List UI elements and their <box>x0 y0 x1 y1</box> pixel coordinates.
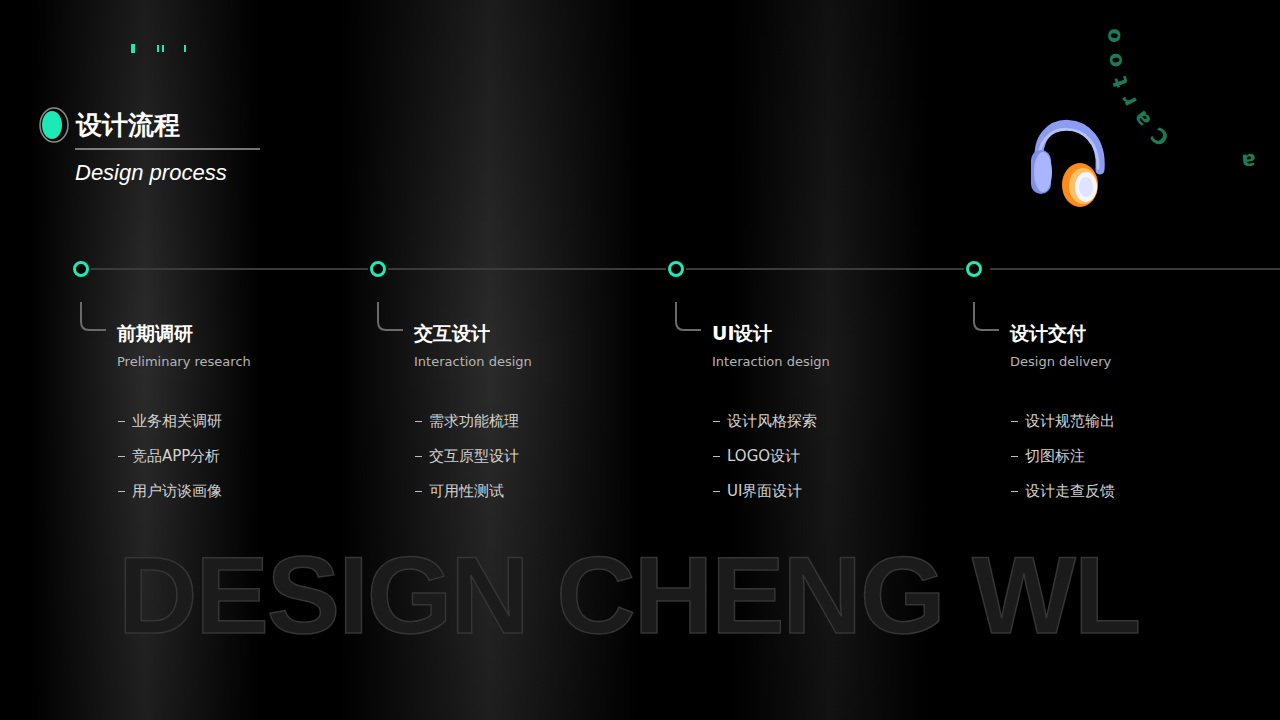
text-run: Design delivery <box>1010 354 1111 369</box>
step-bracket <box>676 302 701 330</box>
step-english: Preliminary research <box>117 353 251 371</box>
text-run: 切图标注 <box>1025 447 1085 465</box>
step-item: 设计走查反馈 <box>1010 480 1115 502</box>
step-heading: 设计交付 <box>1010 321 1115 345</box>
timeline-dot: 前期调研Preliminary research业务相关调研竞品APP分析用户访… <box>73 261 89 277</box>
step-bracket <box>378 302 403 330</box>
timeline-connector <box>91 268 368 270</box>
text-run: Interaction design <box>414 354 532 369</box>
watermark: DESIGN CHENG WL <box>118 540 1139 650</box>
text-run: 交互设计 <box>414 322 490 344</box>
title: 设计流程 <box>76 108 180 142</box>
step-heading: UI设计 <box>712 321 830 345</box>
step-item: 可用性测试 <box>414 480 532 502</box>
step-item: 业务相关调研 <box>117 410 251 432</box>
bullet-dash <box>415 421 422 422</box>
subtitle: Design process <box>75 158 227 188</box>
step-item: 设计风格探索 <box>712 410 830 432</box>
step-item: LOGO设计 <box>712 445 830 467</box>
bullet-dash <box>118 456 125 457</box>
step-item: 竞品APP分析 <box>117 445 251 467</box>
bullet-dash <box>1011 456 1018 457</box>
timeline-dot: 交互设计Interaction design需求功能梳理交互原型设计可用性测试 <box>370 261 386 277</box>
bullet-dash <box>415 456 422 457</box>
bullet-dash <box>713 491 720 492</box>
bullet-dash <box>713 421 720 422</box>
bullet-dash <box>713 456 720 457</box>
timeline-connector <box>686 268 964 270</box>
timeline-dot: UI设计Interaction design设计风格探索LOGO设计UI界面设计 <box>668 261 684 277</box>
text-run: Preliminary research <box>117 354 251 369</box>
ring-text: a <box>1232 149 1257 175</box>
text-run: 用户访谈画像 <box>132 482 222 500</box>
step-english: Interaction design <box>414 353 532 371</box>
step-item: 设计规范输出 <box>1010 410 1115 432</box>
timeline-tail <box>990 268 1280 270</box>
bullet-dash <box>1011 491 1018 492</box>
step-text: UI设计 Interaction design 设计风格探索 LOGO设计 UI界面设计 <box>712 321 830 515</box>
text-run: UI界面设计 <box>727 482 802 500</box>
step-item: 需求功能梳理 <box>414 410 532 432</box>
text-run: 设计风格探索 <box>727 412 817 430</box>
bullet-dash <box>1011 421 1018 422</box>
headphone-icon <box>1031 124 1100 207</box>
step-heading: 前期调研 <box>117 321 251 345</box>
title-dot <box>42 111 62 139</box>
step-item: 切图标注 <box>1010 445 1115 467</box>
step-english: Design delivery <box>1010 353 1115 371</box>
bullet-dash <box>415 491 422 492</box>
text-run: LOGO设计 <box>727 447 800 465</box>
title-underline <box>75 148 260 149</box>
step-text: 设计交付 Design delivery 设计规范输出切图标注设计走查反馈 <box>1010 321 1115 515</box>
text-run: 设计走查反馈 <box>1025 482 1115 500</box>
text-run: 设计交付 <box>1010 322 1086 344</box>
bullet-dash <box>118 491 125 492</box>
text-run: 竞品APP分析 <box>132 447 220 465</box>
top-marks <box>131 44 186 53</box>
timeline-connector <box>388 268 666 270</box>
text-run: 设计规范输出 <box>1025 412 1115 430</box>
text-run: 前期调研 <box>117 322 193 344</box>
step-bracket <box>81 302 106 330</box>
text-run: UI设计 <box>712 322 773 344</box>
step-item: UI界面设计 <box>712 480 830 502</box>
ring-text: Cartoo <box>1101 19 1174 151</box>
text-run: 需求功能梳理 <box>429 412 519 430</box>
text-run: 可用性测试 <box>429 482 504 500</box>
step-item: 交互原型设计 <box>414 445 532 467</box>
text-run: 交互原型设计 <box>429 447 519 465</box>
title-ring <box>40 108 68 142</box>
timeline-dot: 设计交付Design delivery设计规范输出切图标注设计走查反馈 <box>966 261 982 277</box>
step-item: 用户访谈画像 <box>117 480 251 502</box>
bullet-dash <box>118 421 125 422</box>
step-text: 前期调研 Preliminary research 业务相关调研竞品APP分析用户访… <box>117 321 251 515</box>
step-bracket <box>974 302 999 330</box>
step-english: Interaction design <box>712 353 830 371</box>
text-run: Interaction design <box>712 354 830 369</box>
step-text: 交互设计 Interaction design 需求功能梳理交互原型设计可用性测试 <box>414 321 532 515</box>
text-run: 业务相关调研 <box>132 412 222 430</box>
step-heading: 交互设计 <box>414 321 532 345</box>
